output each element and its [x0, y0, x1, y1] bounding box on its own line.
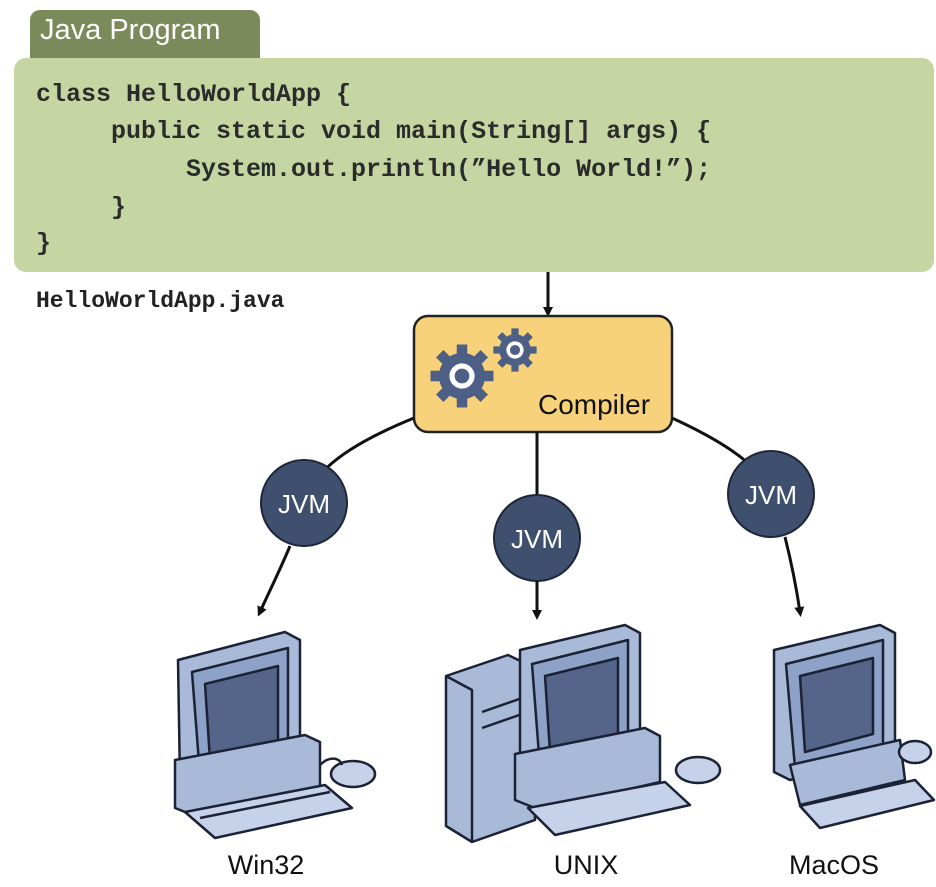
source-code-panel	[14, 58, 934, 272]
code-line-4: }	[36, 193, 127, 222]
code-line-1: class HelloWorldApp {	[36, 80, 352, 109]
source-filename: HelloWorldApp.java	[36, 288, 285, 314]
win32-computer-icon	[173, 630, 377, 840]
platform-label-macos: MacOS	[788, 850, 880, 880]
code-line-3: System.out.println(”Hello World!”);	[36, 155, 712, 184]
java-program-tab	[30, 10, 260, 60]
compiler-box	[412, 314, 674, 434]
java-program-tab-label: Java Program	[40, 14, 221, 46]
unix-computer-icon	[444, 623, 722, 844]
platform-label-win32: Win32	[227, 850, 305, 880]
code-line-2: public static void main(String[] args) {	[36, 117, 712, 146]
jvm-label-left: JVM	[278, 489, 330, 519]
jvm-label-center: JVM	[511, 524, 563, 554]
jvm-to-macos-arrow	[783, 536, 805, 617]
code-line-5: }	[36, 229, 52, 258]
compiler-label: Compiler	[538, 389, 650, 420]
jvm-node-left	[260, 459, 348, 547]
jvm-label-right: JVM	[745, 480, 797, 510]
platform-label-unix: UNIX	[553, 850, 619, 880]
jvm-to-win32-arrow	[257, 545, 292, 617]
macos-computer-icon	[772, 623, 936, 830]
jvm-node-right	[727, 450, 815, 538]
